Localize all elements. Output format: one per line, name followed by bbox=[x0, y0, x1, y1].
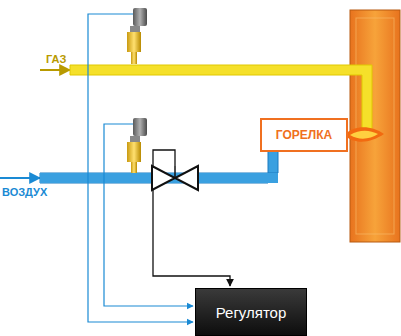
gas-sensor bbox=[127, 8, 147, 64]
air-label: ВОЗДУХ bbox=[2, 186, 47, 198]
air-inlet-arrow bbox=[0, 177, 40, 179]
signal-wire bbox=[104, 124, 193, 306]
air-sensor bbox=[127, 118, 147, 173]
node-label: Регулятор bbox=[216, 304, 287, 321]
controller-box: Регулятор bbox=[195, 288, 307, 336]
gas-inlet-arrow bbox=[40, 69, 70, 71]
node-label: ГОРЕЛКА bbox=[276, 128, 332, 142]
flame bbox=[344, 127, 384, 141]
control-line bbox=[153, 150, 230, 286]
control-valve bbox=[152, 166, 198, 190]
gas-label: ГАЗ bbox=[46, 53, 66, 65]
burner-box: ГОРЕЛКА bbox=[260, 118, 348, 152]
furnace bbox=[350, 10, 400, 242]
